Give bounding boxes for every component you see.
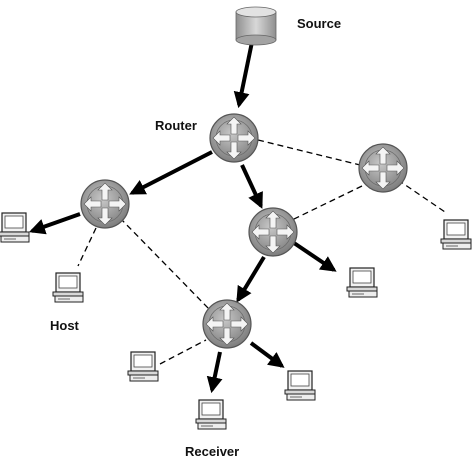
link-r1-r2: [129, 150, 213, 195]
computer-icon: [127, 351, 159, 382]
link-r4-host6: [159, 339, 207, 365]
computer-icon: [284, 370, 316, 401]
link-r3-r4: [236, 255, 266, 303]
dashed-links: [77, 139, 446, 365]
router-icon: [202, 299, 252, 349]
host-label: Host: [50, 318, 80, 333]
link-r3-host3: [292, 241, 337, 272]
link-r4-host7: [249, 341, 285, 368]
solid-links: [28, 41, 337, 394]
computer-icon: [195, 399, 227, 430]
link-r2-host: [77, 227, 97, 267]
computer-icon: [346, 267, 378, 298]
computer-icon: [52, 272, 84, 303]
router-icon: [209, 113, 259, 163]
database-icon: [235, 6, 277, 46]
router-label: Router: [155, 118, 197, 133]
router-icon: [358, 143, 408, 193]
link-r1-r5: [257, 139, 361, 166]
link-source-r1: [233, 41, 254, 109]
router-icon: [80, 179, 130, 229]
computer-icon: [440, 219, 472, 250]
link-r2-r4: [119, 217, 211, 311]
link-r4-receiver: [206, 351, 223, 394]
router-icon: [248, 207, 298, 257]
link-r5-r3: [291, 185, 363, 221]
computer-icon: [0, 212, 30, 243]
receiver-label: Receiver: [185, 444, 239, 459]
link-r5-host5: [397, 179, 446, 213]
link-r2-host1: [28, 212, 81, 235]
source-label: Source: [297, 16, 341, 31]
link-r1-r3: [240, 164, 263, 209]
